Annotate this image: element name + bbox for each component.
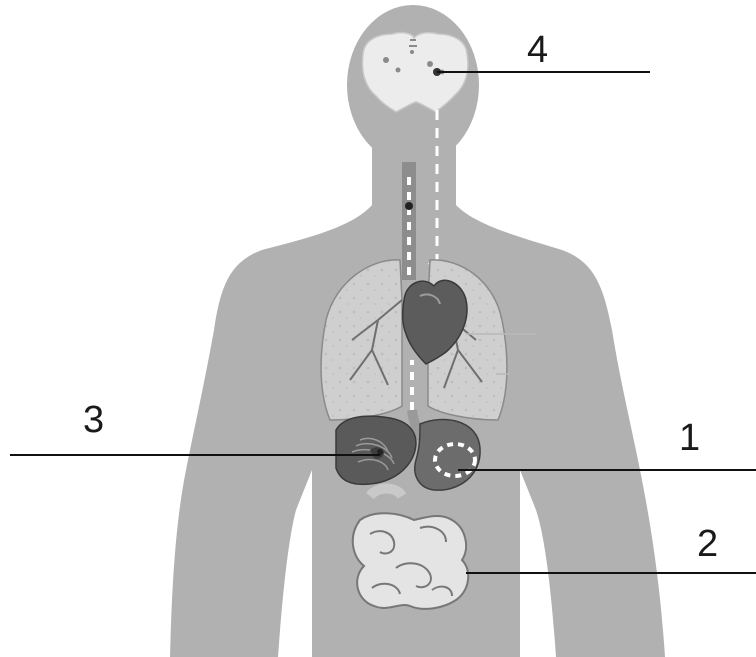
callout-label-2: 2	[697, 523, 718, 565]
callout-label-4: 4	[527, 29, 548, 71]
callout-label-1: 1	[679, 417, 700, 459]
callout-label-3: 3	[83, 399, 104, 441]
trachea-tube	[402, 162, 416, 280]
